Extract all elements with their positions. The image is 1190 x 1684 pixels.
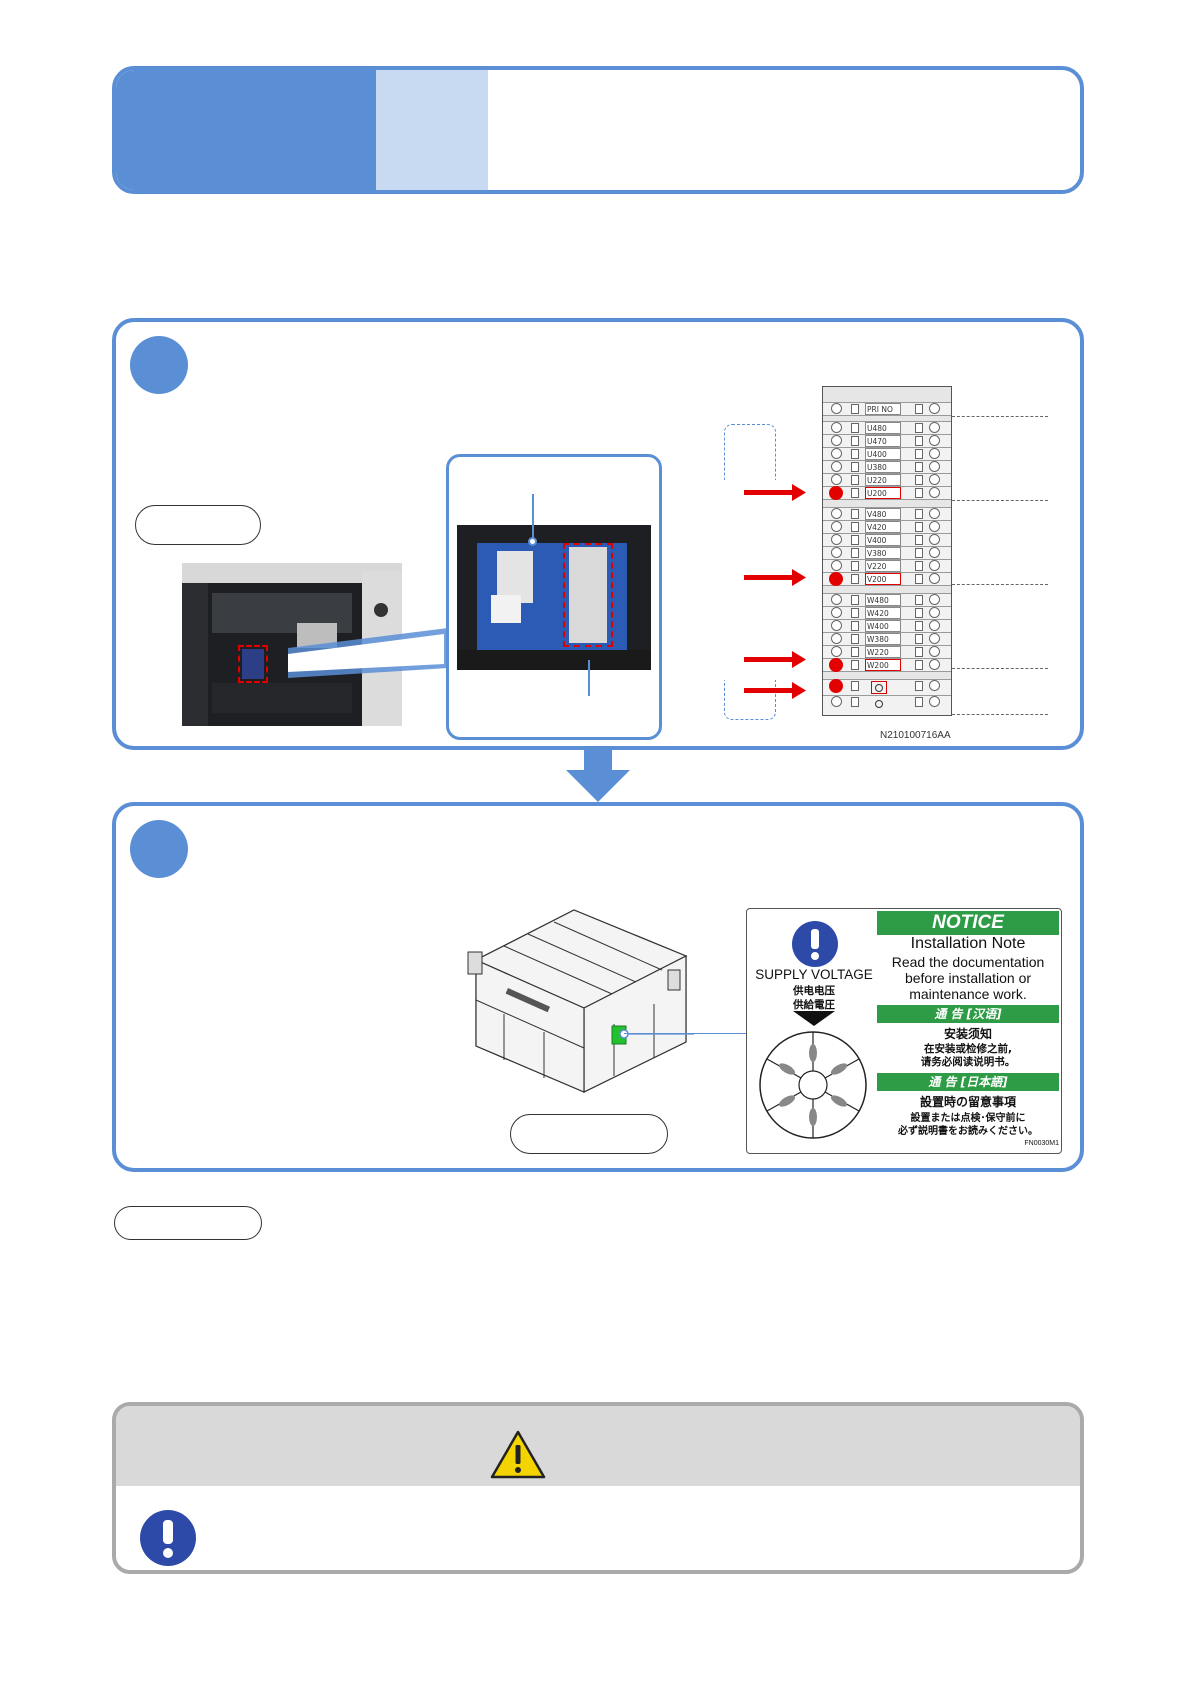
tap-label: U220	[865, 474, 901, 486]
tap-label: V420	[865, 521, 901, 533]
tap-label: V220	[865, 560, 901, 572]
tap-label: V380	[865, 547, 901, 559]
tap-label: W400	[865, 620, 901, 632]
supply-voltage-text: SUPPLY VOLTAGE	[755, 967, 873, 982]
step-1-marker	[130, 336, 188, 394]
transformer-photo	[457, 525, 651, 670]
leader-line	[952, 714, 1048, 715]
tap-label: W220	[865, 646, 901, 658]
installation-note-heading: Installation Note	[910, 935, 1026, 952]
notice-label: SUPPLY VOLTAGE 供电电压 供給電圧 NOTICE Installa…	[746, 908, 1062, 1154]
notice-pointer-line	[624, 1033, 746, 1035]
tap-label: W380	[865, 633, 901, 645]
tap-label-selected: U200	[865, 487, 901, 499]
leader-line	[952, 500, 1048, 501]
down-triangle-icon	[793, 1011, 835, 1026]
caution-header	[116, 1406, 1080, 1486]
machine-drawing	[467, 909, 694, 1093]
zoom-connector	[288, 628, 448, 678]
notice-body-line: maintenance work.	[909, 986, 1027, 1002]
note-label-pill	[114, 1206, 262, 1240]
leader-line	[952, 584, 1048, 585]
caution-box	[112, 1402, 1084, 1574]
tap-label: U400	[865, 448, 901, 460]
title-bar	[112, 66, 1084, 194]
selection-arrows	[744, 484, 806, 699]
title-bar-block-light	[376, 70, 488, 190]
notice-title: NOTICE	[877, 911, 1059, 935]
notice-cn-line: 在安装或检修之前,	[924, 1043, 1012, 1055]
next-step-arrow	[566, 746, 630, 802]
transformer-pointer-line	[532, 494, 534, 542]
supply-voltage-jp: 供給電圧	[793, 999, 835, 1011]
notice-jp-heading: 設置時の留意事項	[919, 1095, 1016, 1109]
step-2-marker	[130, 820, 188, 878]
tap-label: V400	[865, 534, 901, 546]
notice-jp-bar: 通 告 [日本語]	[877, 1073, 1059, 1091]
ground-icon	[875, 684, 883, 692]
tap-label: V480	[865, 508, 901, 520]
warning-triangle-icon	[490, 1430, 546, 1479]
leader-line	[952, 416, 1048, 417]
notice-cn-line: 请务必阅读说明书。	[920, 1056, 1016, 1068]
voltage-dial-icon	[759, 1031, 867, 1139]
terminal-block: PRI NO U480 U470 U400 U380 U220 U200 V48…	[822, 386, 952, 716]
notice-body-line: Read the documentation	[891, 954, 1045, 970]
ground-icon	[875, 700, 883, 708]
notice-cn-heading: 安装须知	[943, 1027, 992, 1041]
mandatory-action-icon	[140, 1510, 196, 1566]
notice-cn-bar: 通 告 [汉语]	[877, 1005, 1059, 1023]
step-2-label-pill	[510, 1114, 668, 1154]
notice-label-code: FN0030M1	[1024, 1140, 1059, 1147]
terminal-header: PRI NO	[865, 403, 901, 415]
tap-label: U380	[865, 461, 901, 473]
notice-body-line: before installation or	[904, 970, 1032, 986]
tap-label: U470	[865, 435, 901, 447]
supply-voltage-cn: 供电电压	[793, 985, 835, 997]
leader-line	[952, 668, 1048, 669]
tap-label-selected: V200	[865, 573, 901, 585]
step-1-label-pill	[135, 505, 261, 545]
tap-label: W420	[865, 607, 901, 619]
tap-label: U480	[865, 422, 901, 434]
mandatory-icon	[792, 921, 838, 967]
notice-jp-line: 必ず説明書をお読みください。	[898, 1126, 1038, 1137]
transformer-pointer-dot	[528, 537, 537, 546]
notice-jp-line: 設置または点検･保守前に	[910, 1113, 1026, 1124]
terminal-pointer-line	[588, 660, 590, 696]
tap-label-selected: W200	[865, 659, 901, 671]
terminal-figure-code: N210100716AA	[880, 730, 951, 741]
tap-label: W480	[865, 594, 901, 606]
title-bar-block-dark	[116, 70, 376, 190]
